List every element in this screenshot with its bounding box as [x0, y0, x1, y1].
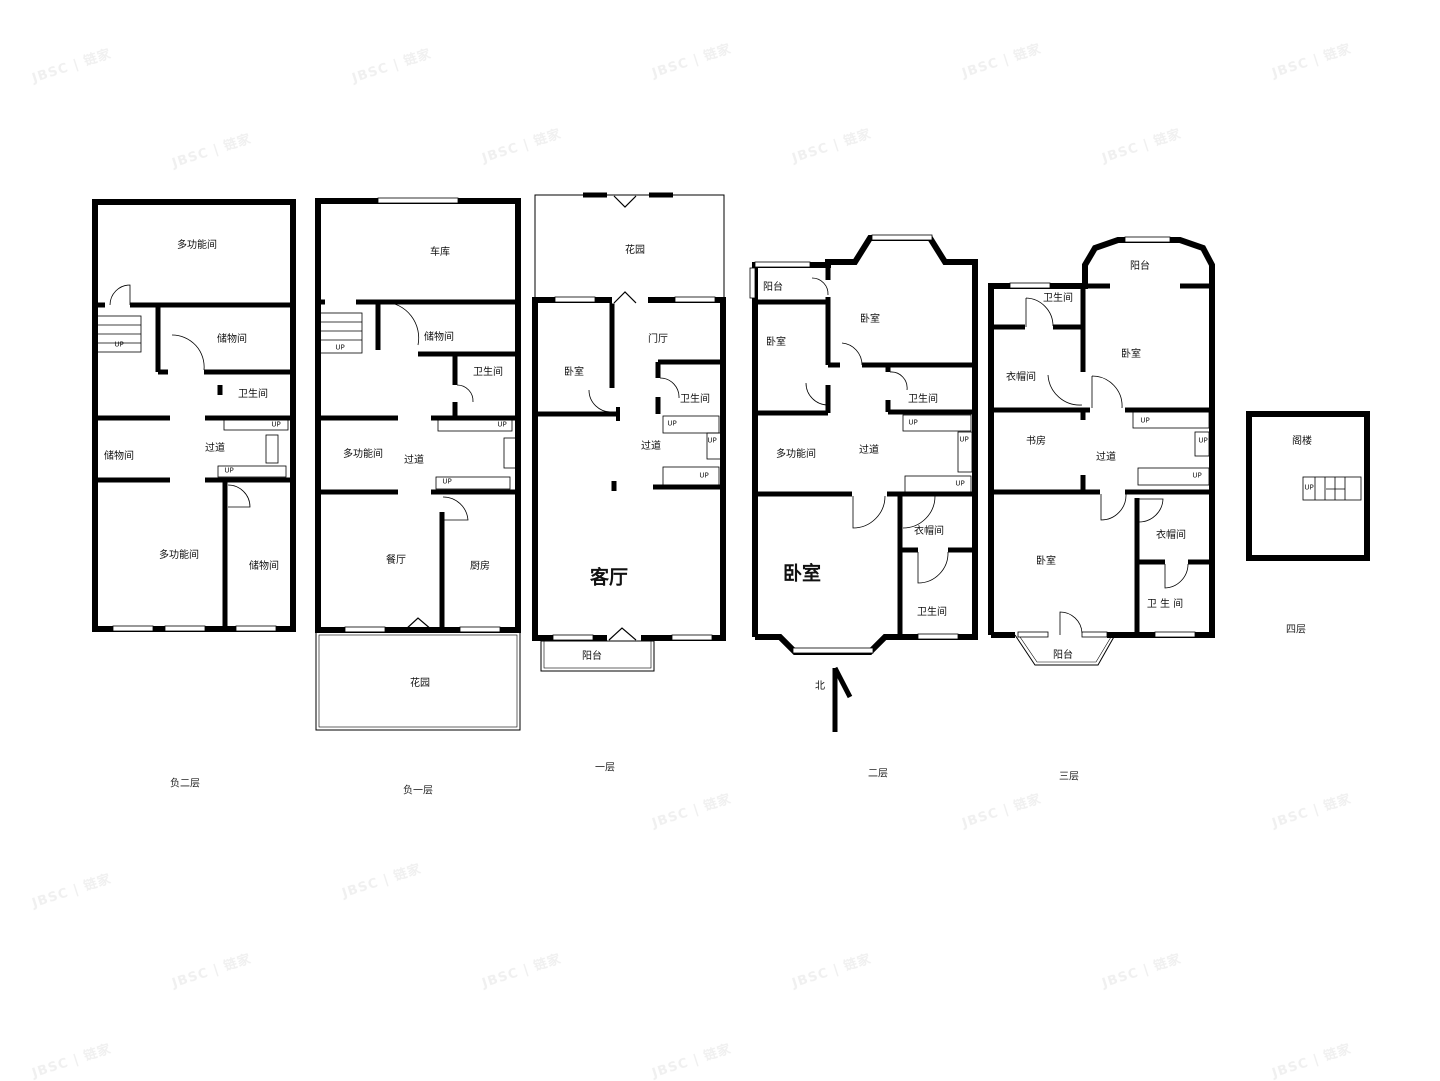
floor-2-plan — [749, 234, 978, 655]
room-label: 书房 — [1026, 436, 1046, 447]
stair-up-label: UP — [959, 435, 969, 444]
stair-up-label: UP — [1140, 416, 1150, 425]
room-label: 卫生间 — [680, 394, 710, 405]
floor-b2-plan — [92, 199, 296, 632]
stair-up-label: UP — [699, 471, 709, 480]
room-label: 多功能间 — [776, 449, 816, 460]
room-label: 阳台 — [1130, 261, 1150, 272]
room-label: 储物间 — [249, 561, 279, 572]
stair-up-label: UP — [335, 343, 345, 352]
room-label: 储物间 — [424, 332, 454, 343]
room-label: 花园 — [625, 245, 645, 256]
floor-label: 三层 — [1059, 771, 1079, 783]
north-arrow-icon — [832, 666, 853, 732]
room-label: 过道 — [641, 441, 661, 452]
room-label: 多功能间 — [159, 550, 199, 561]
floor-1-plan — [532, 192, 726, 672]
floor-4-plan — [1246, 411, 1370, 561]
room-label: 阳台 — [763, 282, 783, 293]
stair-up-label: UP — [497, 420, 507, 429]
compass-label: 北 — [815, 681, 825, 692]
room-label-large: 卧室 — [782, 562, 822, 585]
room-label: 储物间 — [104, 451, 134, 462]
room-label: 多功能间 — [343, 449, 383, 460]
floor-label: 负二层 — [170, 778, 200, 790]
room-label: 过道 — [404, 455, 424, 466]
stair-up-label: UP — [1304, 483, 1314, 492]
room-label: 卫 生 间 — [1146, 599, 1184, 610]
room-label: 过道 — [859, 445, 879, 456]
floor-3-plan — [988, 236, 1215, 666]
room-label: 卫生间 — [917, 607, 947, 618]
room-label: 餐厅 — [386, 555, 406, 566]
room-label: 衣帽间 — [1006, 372, 1036, 383]
stair-up-label: UP — [114, 340, 124, 349]
floor-b1-plan — [315, 197, 521, 731]
room-label: 卫生间 — [908, 394, 938, 405]
room-label-large: 客厅 — [589, 566, 629, 589]
room-label: 阳台 — [1053, 650, 1073, 661]
stair-up-label: UP — [1192, 471, 1202, 480]
floor-label: 二层 — [868, 768, 888, 780]
room-label: 卧室 — [564, 367, 584, 378]
room-label: 过道 — [1096, 452, 1116, 463]
room-label: 阳台 — [582, 651, 602, 662]
stair-up-label: UP — [1198, 436, 1208, 445]
room-label: 卧室 — [860, 314, 880, 325]
floor-label: 负一层 — [403, 785, 433, 797]
room-label: 卧室 — [766, 337, 786, 348]
room-label: 衣帽间 — [914, 526, 944, 537]
room-label: 储物间 — [217, 334, 247, 345]
room-label: 卧室 — [1036, 556, 1056, 567]
room-label: 车库 — [430, 247, 450, 258]
room-label: 过道 — [205, 443, 225, 454]
room-label: 衣帽间 — [1156, 530, 1186, 541]
room-label: 卫生间 — [1043, 293, 1073, 304]
stair-up-label: UP — [442, 477, 452, 486]
room-label: 卧室 — [1121, 349, 1141, 360]
floor-label: 四层 — [1286, 624, 1306, 636]
stair-up-label: UP — [667, 419, 677, 428]
stair-up-label: UP — [271, 420, 281, 429]
room-label: 卫生间 — [473, 367, 503, 378]
room-label: 多功能间 — [177, 240, 217, 251]
stair-up-label: UP — [908, 418, 918, 427]
stair-up-label: UP — [955, 479, 965, 488]
room-label: 花园 — [410, 678, 430, 689]
stair-up-label: UP — [224, 466, 234, 475]
floor-label: 一层 — [595, 762, 615, 774]
stair-up-label: UP — [707, 436, 717, 445]
room-label: 厨房 — [470, 561, 490, 572]
room-label: 门厅 — [648, 334, 668, 345]
room-label: 阁楼 — [1292, 436, 1312, 447]
room-label: 卫生间 — [238, 389, 268, 400]
